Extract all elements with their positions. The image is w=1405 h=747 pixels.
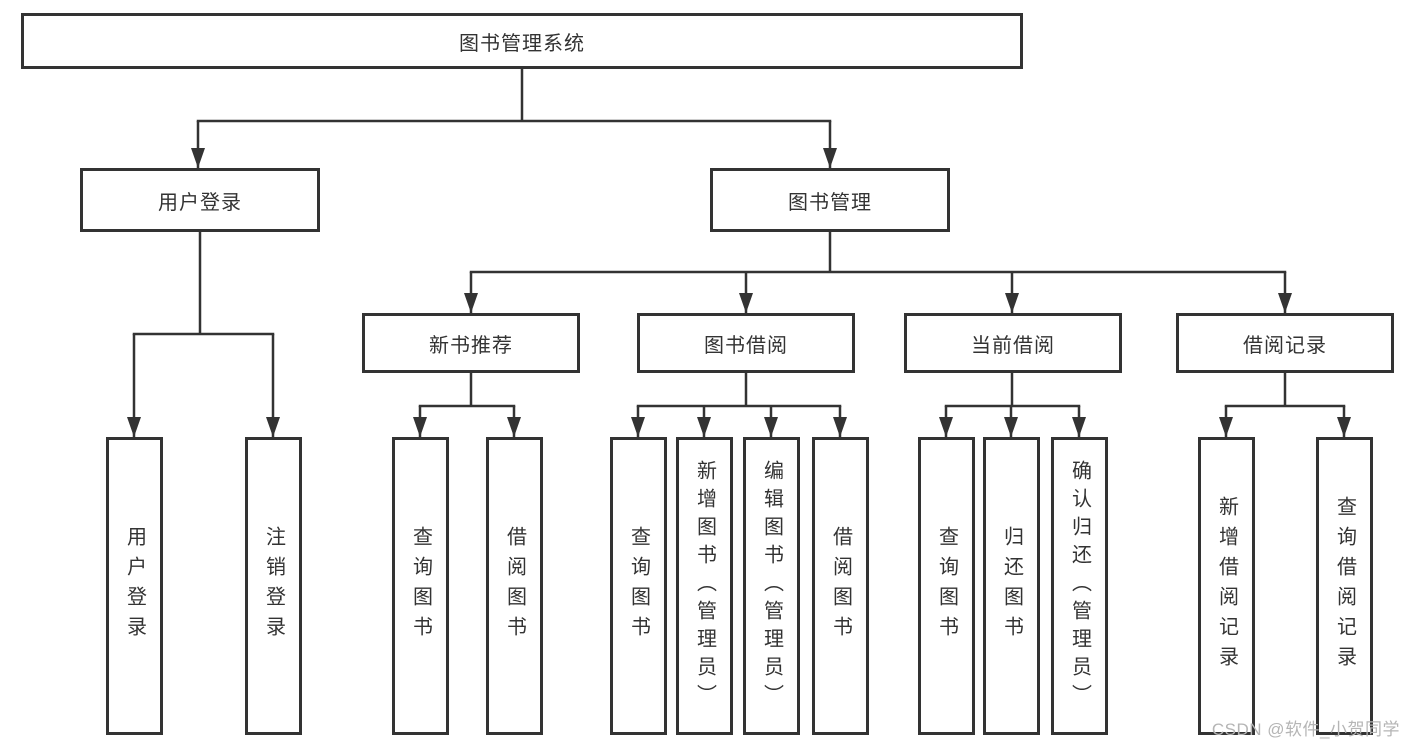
leaf-borrow-add-book-admin: 新增图书（管理员）: [676, 437, 733, 735]
node-user-login-label: 用户登录: [158, 191, 242, 214]
leaf-current-query-book-label: 查询图书: [935, 526, 958, 646]
node-new-book-recommend-label: 新书推荐: [429, 334, 513, 357]
leaf-borrow-query-book-label: 查询图书: [627, 526, 650, 646]
leaf-borrow-edit-book-admin-label: 编辑图书（管理员）: [760, 460, 783, 712]
leaf-recommend-borrow-book-label: 借阅图书: [503, 526, 526, 646]
leaf-borrow-add-book-admin-label: 新增图书（管理员）: [693, 460, 716, 712]
node-book-borrow-label: 图书借阅: [704, 334, 788, 357]
leaf-user-login: 用户登录: [106, 437, 163, 735]
node-user-login: 用户登录: [80, 168, 320, 232]
leaf-record-add-record-label: 新增借阅记录: [1215, 496, 1238, 676]
leaf-current-return-book: 归还图书: [983, 437, 1040, 735]
leaf-logout-label: 注销登录: [262, 526, 285, 646]
leaf-logout: 注销登录: [245, 437, 302, 735]
node-root-system: 图书管理系统: [21, 13, 1023, 69]
leaf-current-query-book: 查询图书: [918, 437, 975, 735]
node-book-borrow: 图书借阅: [637, 313, 855, 373]
leaf-current-confirm-return-admin: 确认归还（管理员）: [1051, 437, 1108, 735]
leaf-record-add-record: 新增借阅记录: [1198, 437, 1255, 735]
leaf-borrow-borrow-book: 借阅图书: [812, 437, 869, 735]
node-new-book-recommend: 新书推荐: [362, 313, 580, 373]
node-current-borrow-label: 当前借阅: [971, 334, 1055, 357]
csdn-watermark: CSDN @软件_小贺同学: [1211, 720, 1400, 739]
leaf-recommend-borrow-book: 借阅图书: [486, 437, 543, 735]
leaf-user-login-label: 用户登录: [123, 526, 146, 646]
node-current-borrow: 当前借阅: [904, 313, 1122, 373]
leaf-record-query-record-label: 查询借阅记录: [1333, 496, 1356, 676]
leaf-record-query-record: 查询借阅记录: [1316, 437, 1373, 735]
node-borrow-record: 借阅记录: [1176, 313, 1394, 373]
leaf-recommend-query-book-label: 查询图书: [409, 526, 432, 646]
leaf-borrow-borrow-book-label: 借阅图书: [829, 526, 852, 646]
leaf-borrow-query-book: 查询图书: [610, 437, 667, 735]
node-book-management-label: 图书管理: [788, 191, 872, 214]
node-borrow-record-label: 借阅记录: [1243, 334, 1327, 357]
node-book-management: 图书管理: [710, 168, 950, 232]
leaf-recommend-query-book: 查询图书: [392, 437, 449, 735]
leaf-current-confirm-return-admin-label: 确认归还（管理员）: [1068, 460, 1091, 712]
node-root-system-label: 图书管理系统: [459, 32, 585, 55]
leaf-borrow-edit-book-admin: 编辑图书（管理员）: [743, 437, 800, 735]
leaf-current-return-book-label: 归还图书: [1000, 526, 1023, 646]
